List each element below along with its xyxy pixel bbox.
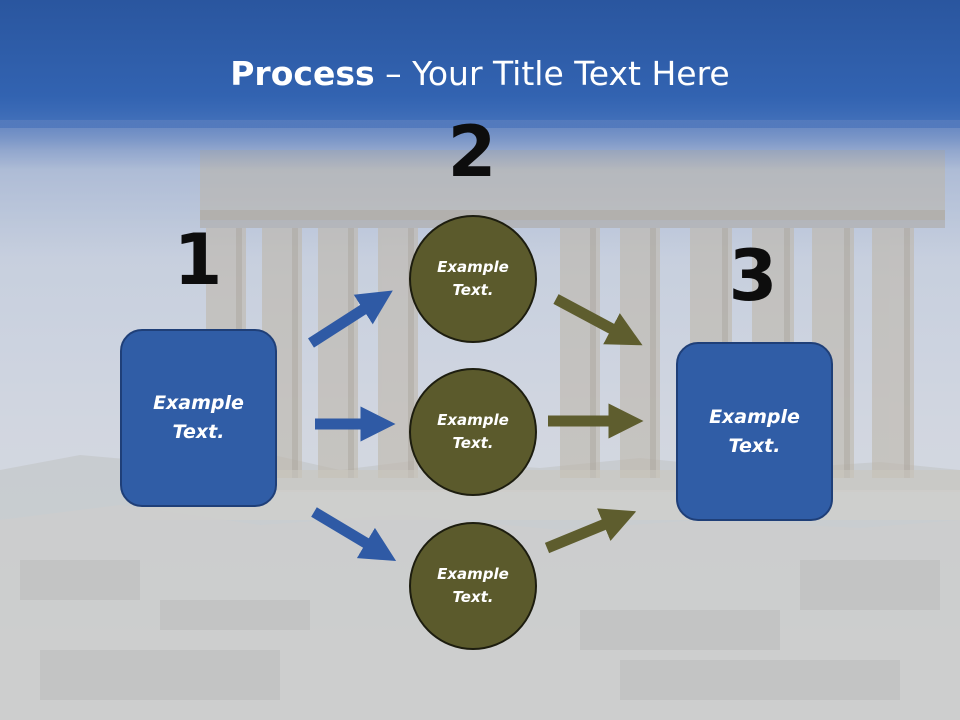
title-bold: Process — [230, 54, 375, 93]
circle-bottom: Example Text. — [409, 522, 537, 650]
arrow-top-to-right — [553, 294, 643, 346]
title-bar-fade — [0, 120, 960, 170]
circle-middle: Example Text. — [409, 368, 537, 496]
step-number-3: 3 — [728, 235, 778, 317]
step-number-2: 2 — [447, 111, 497, 193]
arrow-bottom-to-right — [544, 508, 637, 554]
circle-top-label: Example Text. — [437, 258, 509, 299]
step-number-1: 1 — [173, 219, 223, 301]
circle-middle-label: Example Text. — [437, 411, 509, 452]
start-box: Example Text. — [120, 329, 277, 507]
title-rest: – Your Title Text Here — [374, 54, 730, 93]
arrow-left-to-top — [308, 290, 393, 348]
end-box: Example Text. — [676, 342, 833, 521]
title-bar — [0, 0, 960, 128]
circle-top: Example Text. — [409, 215, 537, 343]
arrow-left-to-bottom — [311, 507, 397, 562]
circle-bottom-label: Example Text. — [437, 565, 509, 606]
end-box-label: Example Text. — [709, 405, 800, 457]
start-box-label: Example Text. — [153, 392, 244, 443]
slide-title: Process – Your Title Text Here — [0, 52, 960, 96]
